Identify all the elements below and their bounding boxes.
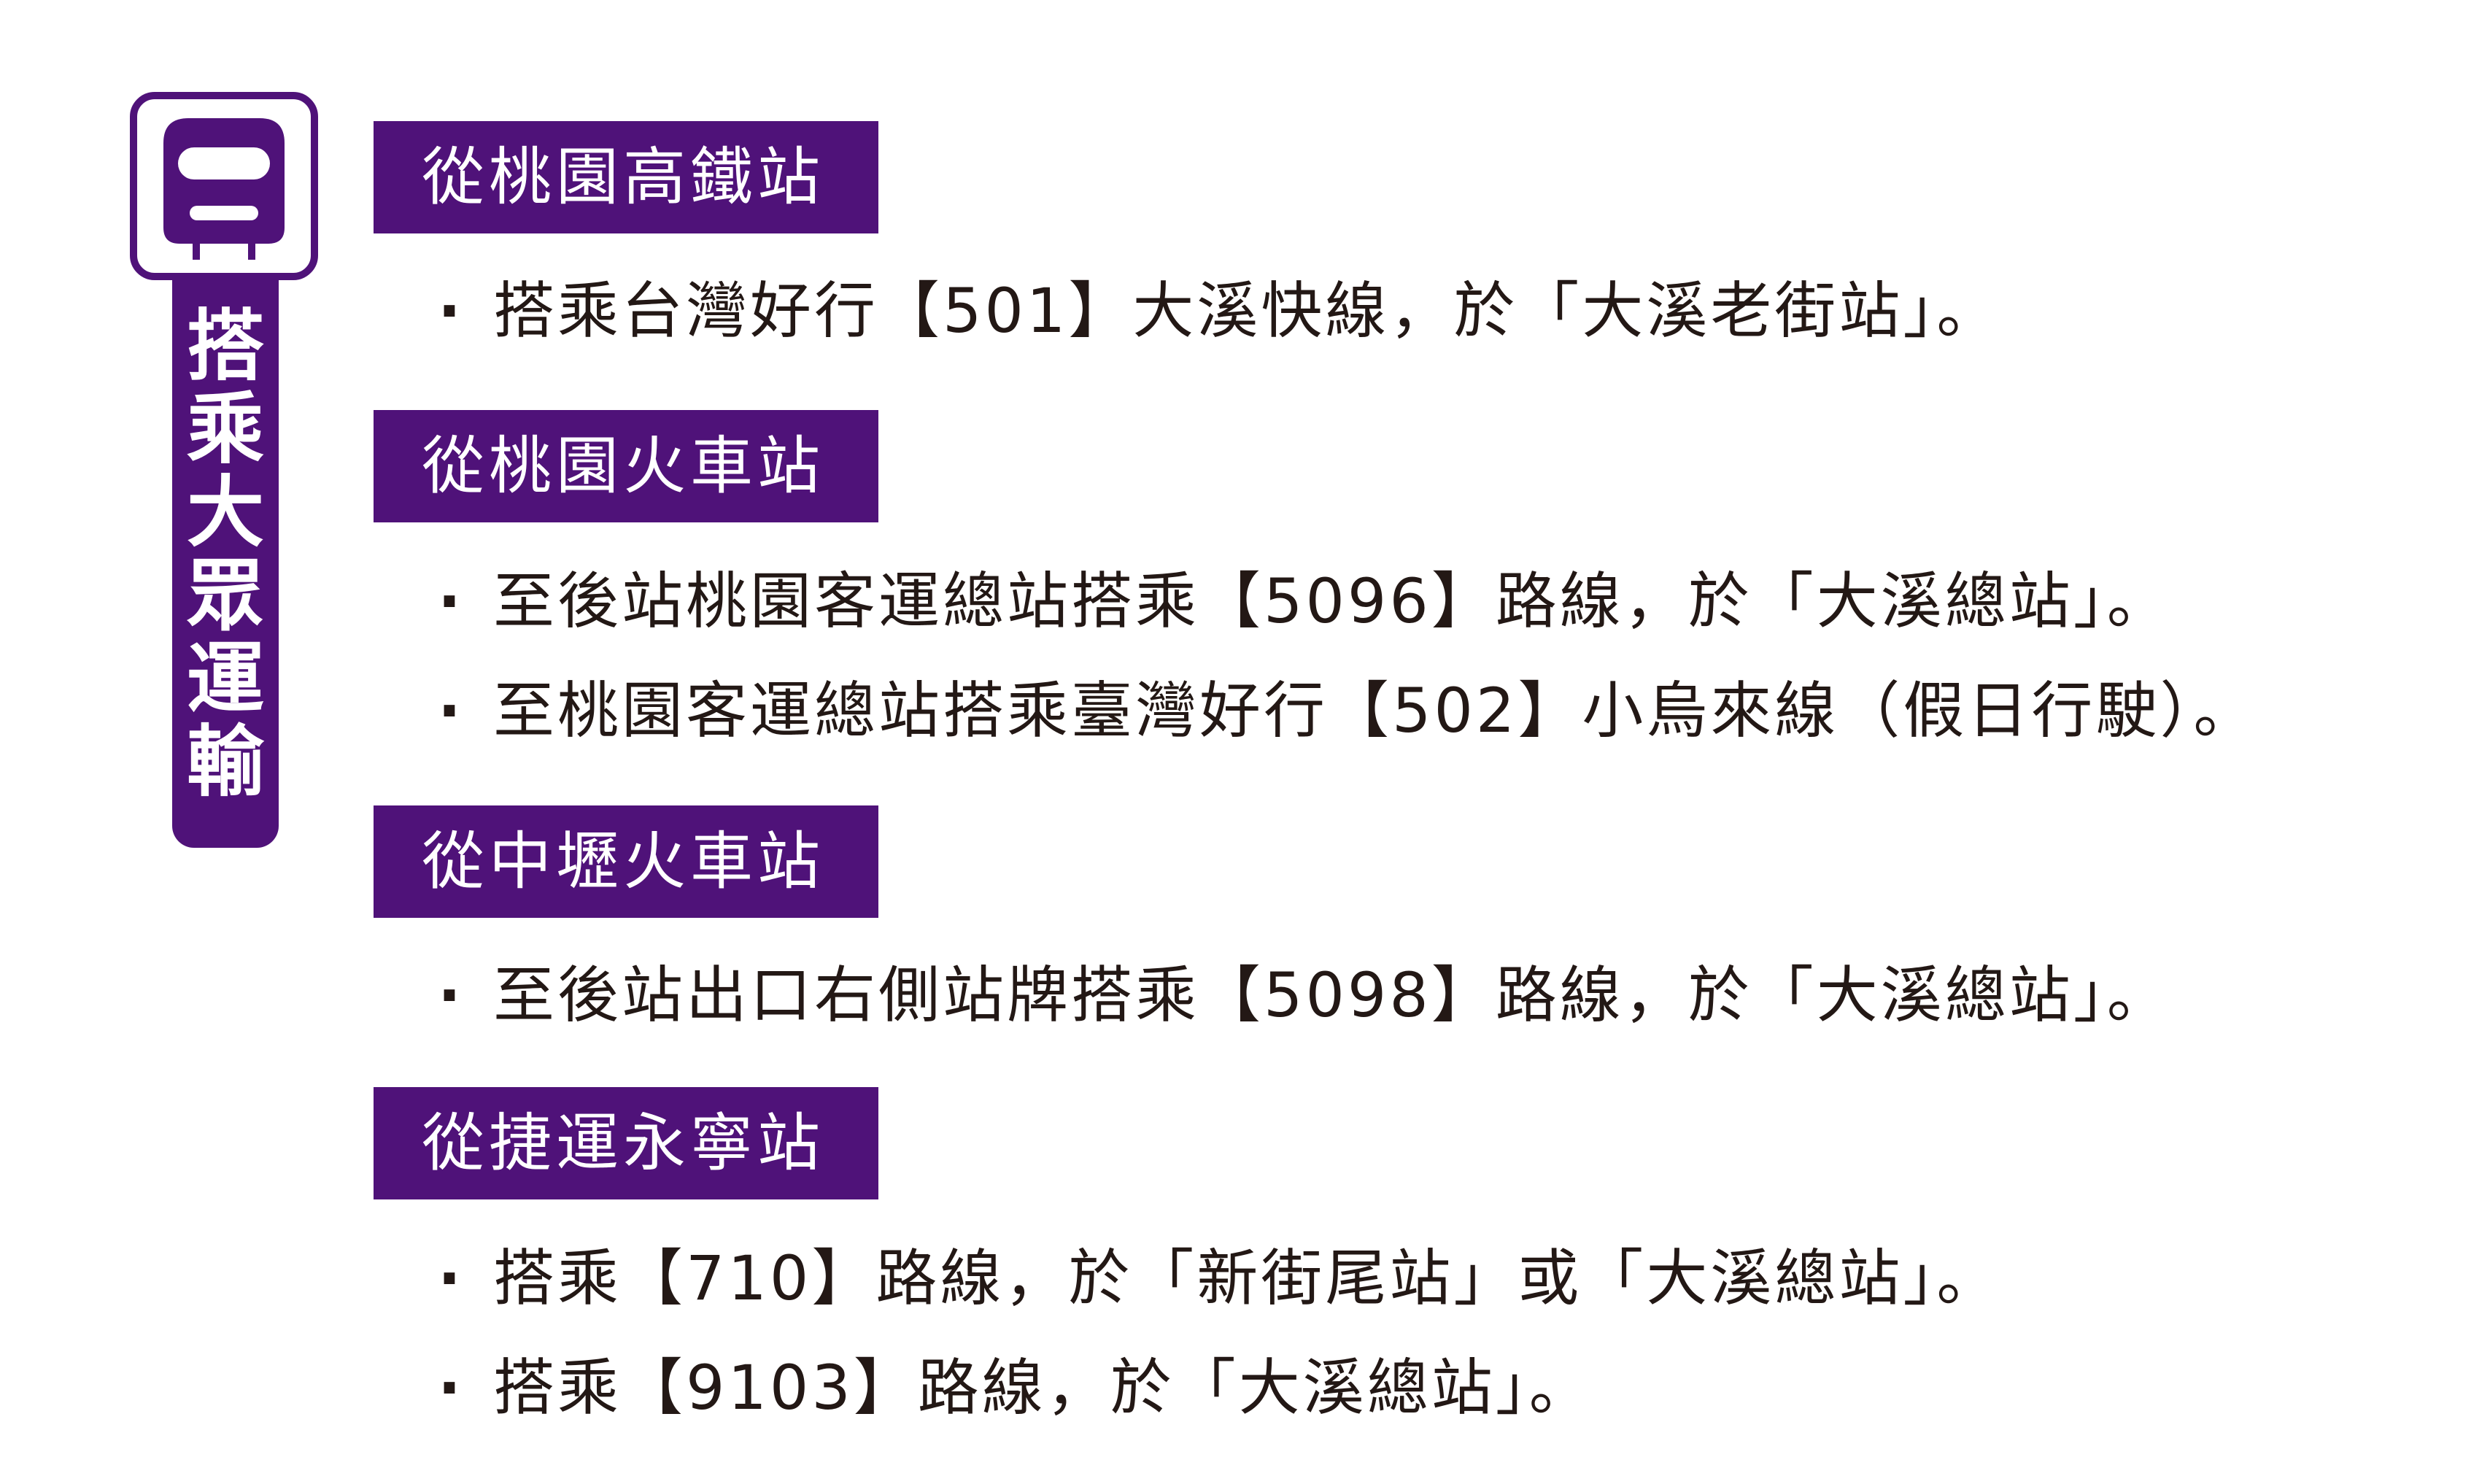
route-text: 至後站桃園客運總站搭乘【5096】路線，於「大溪總站」。 <box>493 565 2171 637</box>
route-text: 至桃園客運總站搭乘臺灣好行【502】小烏來線（假日行駛）。 <box>493 675 2258 746</box>
category-badge: 搭 乘 大 眾 運 輸 <box>172 241 279 848</box>
section-header-mrt-yongning: 從捷運永寧站 <box>374 1087 878 1199</box>
badge-char: 大 <box>187 468 264 557</box>
bullet: · <box>438 1352 464 1423</box>
route-text: 搭乘【9103】路線，於「大溪總站」。 <box>493 1352 1593 1423</box>
route-line: · 搭乘台灣好行【501】大溪快線，於「大溪老街站」。 <box>438 274 2000 347</box>
route-text: 搭乘台灣好行【501】大溪快線，於「大溪老街站」。 <box>493 275 2001 347</box>
badge-char: 輸 <box>187 717 264 807</box>
route-line: · 至桃園客運總站搭乘臺灣好行【502】小烏來線（假日行駛）。 <box>438 674 2257 747</box>
route-text: 搭乘【710】路線，於「新街尾站」或「大溪總站」。 <box>493 1243 2001 1314</box>
route-line: · 搭乘【710】路線，於「新街尾站」或「大溪總站」。 <box>438 1242 2000 1315</box>
bullet: · <box>438 959 464 1031</box>
badge-char: 乘 <box>187 384 264 474</box>
section-header-zhongli-station: 從中壢火車站 <box>374 805 878 918</box>
badge-char: 運 <box>187 634 264 724</box>
section-header-taoyuan-station: 從桃園火車站 <box>374 410 878 522</box>
route-line: · 搭乘【9103】路線，於「大溪總站」。 <box>438 1351 1593 1424</box>
bullet: · <box>438 565 464 637</box>
section-header-hsr: 從桃園高鐵站 <box>374 121 878 233</box>
badge-label: 搭 乘 大 眾 運 輸 <box>172 305 279 804</box>
badge-char: 眾 <box>187 551 264 641</box>
route-line: · 至後站桃園客運總站搭乘【5096】路線，於「大溪總站」。 <box>438 565 2171 638</box>
route-text: 至後站出口右側站牌搭乘【5098】路線，於「大溪總站」。 <box>493 959 2171 1031</box>
train-icon <box>163 118 285 260</box>
route-line: · 至後站出口右側站牌搭乘【5098】路線，於「大溪總站」。 <box>438 959 2171 1032</box>
bullet: · <box>438 675 464 746</box>
badge-char: 搭 <box>187 301 264 391</box>
bullet: · <box>438 1243 464 1314</box>
bullet: · <box>438 275 464 347</box>
train-icon-box <box>130 92 318 280</box>
